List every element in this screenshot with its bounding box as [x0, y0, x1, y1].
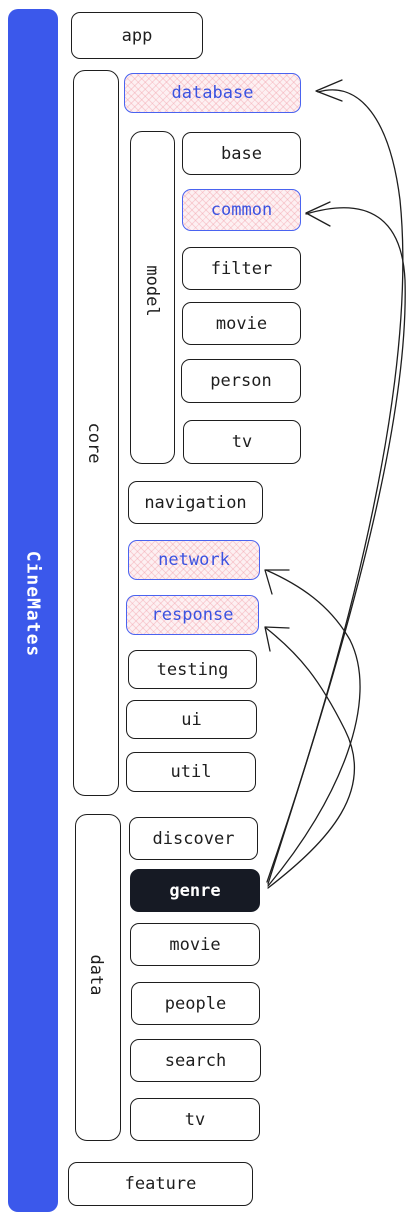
- module-core-util: util: [126, 752, 256, 792]
- module-core-testing: testing: [128, 650, 257, 689]
- module-core-response: response: [126, 595, 259, 635]
- module-core-navigation: navigation: [128, 481, 263, 524]
- project-title: CineMates: [22, 550, 44, 658]
- module-data-movie: movie: [130, 923, 260, 966]
- module-app: app: [71, 12, 203, 59]
- module-model-filter: filter: [182, 247, 301, 290]
- module-model-tv: tv: [183, 420, 301, 464]
- module-data-discover: discover: [129, 817, 258, 860]
- module-model-base: base: [182, 132, 301, 175]
- arrow-genre-to-response-head: [264, 626, 290, 652]
- arrow-genre-to-response: [265, 627, 356, 889]
- group-core-label: core: [84, 422, 104, 464]
- module-core-ui: ui: [126, 700, 257, 739]
- module-data-tv: tv: [130, 1098, 260, 1141]
- module-core-network: network: [128, 540, 260, 580]
- group-core: [73, 70, 119, 796]
- module-feature: feature: [68, 1162, 253, 1206]
- module-core-database: database: [124, 73, 301, 113]
- module-model-common: common: [182, 189, 301, 231]
- arrow-genre-to-database-head: [315, 79, 343, 102]
- arrow-genre-to-network-head: [264, 569, 290, 595]
- module-model-movie: movie: [182, 302, 301, 345]
- arrow-genre-to-common-head: [305, 201, 331, 227]
- group-data-label: data: [86, 954, 106, 996]
- module-data-search: search: [130, 1039, 261, 1082]
- group-data: [75, 814, 121, 1141]
- project-sidebar: [8, 9, 58, 1212]
- module-data-people: people: [131, 982, 260, 1025]
- group-model-label: model: [142, 265, 162, 317]
- module-data-genre: genre: [130, 869, 260, 912]
- module-model-person: person: [181, 359, 301, 403]
- arrow-genre-to-network: [265, 569, 361, 887]
- group-model: [130, 131, 175, 464]
